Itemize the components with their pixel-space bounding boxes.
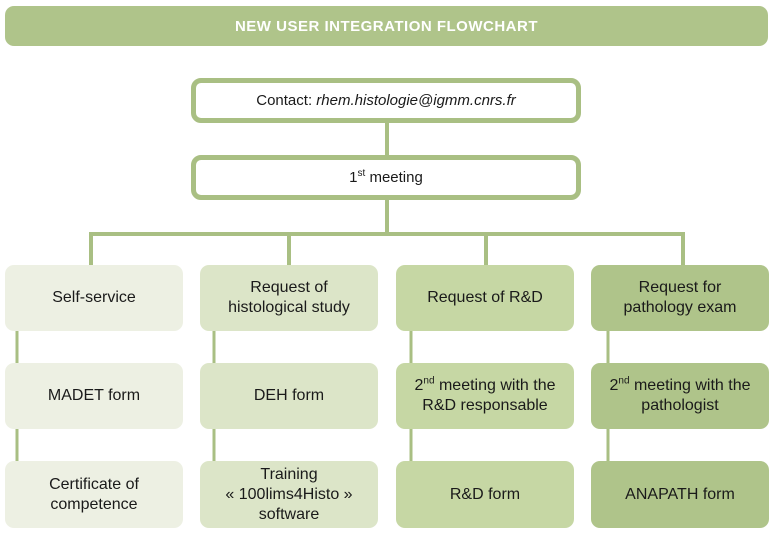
col2-header-line-2: histological study xyxy=(228,299,350,316)
col4-step2-line-1: 2nd meeting with the xyxy=(609,375,751,394)
col1-step2-line: MADET form xyxy=(47,387,141,404)
col1-step3-line-2: competence xyxy=(50,495,138,513)
col4-step2-box: 2nd meeting with the pathologist xyxy=(591,363,769,429)
flowchart-title: NEW USER INTEGRATION FLOWCHART xyxy=(5,6,768,46)
col2-step3-line-1: Training xyxy=(260,465,318,483)
col2-header-box: Request of histological study xyxy=(200,265,378,331)
col3-header-line: Request of R&D xyxy=(427,289,543,306)
col4-header-line-1: Request for xyxy=(638,279,722,296)
col3-step2-line-1: 2nd meeting with the xyxy=(414,375,556,394)
col1-step3-box: Certificate of competence xyxy=(5,461,183,528)
contact-box: Contact: rhem.histologie@igmm.cnrs.fr xyxy=(191,78,581,123)
col3-step3-line: R&D form xyxy=(449,485,521,503)
col2-step3-line-3: software xyxy=(258,505,320,523)
col4-header-box: Request for pathology exam xyxy=(591,265,769,331)
col4-header-line-2: pathology exam xyxy=(623,299,737,316)
col2-step3-box: Training « 100lims4Histo » software xyxy=(200,461,378,528)
col1-header-box: Self-service xyxy=(5,265,183,331)
col2-step2-box: DEH form xyxy=(200,363,378,429)
col1-step3-line-1: Certificate of xyxy=(49,475,139,493)
col4-step3-box: ANAPATH form xyxy=(591,461,769,528)
col1-step2-box: MADET form xyxy=(5,363,183,429)
contact-email[interactable]: rhem.histologie@igmm.cnrs.fr xyxy=(316,92,516,109)
col3-step2-box: 2nd meeting with the R&D responsable xyxy=(396,363,574,429)
col3-step3-box: R&D form xyxy=(396,461,574,528)
col2-step2-line: DEH form xyxy=(253,387,325,404)
col3-step2-line-2: R&D responsable xyxy=(422,397,548,414)
col1-header-line: Self-service xyxy=(52,289,136,306)
col3-header-box: Request of R&D xyxy=(396,265,574,331)
col4-step2-line-2: pathologist xyxy=(641,397,719,414)
col2-header-line-1: Request of xyxy=(250,279,328,296)
contact-label: Contact: xyxy=(256,92,313,109)
first-meeting-label: 1st meeting xyxy=(349,168,423,187)
first-meeting-box: 1st meeting xyxy=(191,155,581,200)
col2-step3-line-2: « 100lims4Histo » xyxy=(225,485,353,503)
col4-step3-line: ANAPATH form xyxy=(625,485,735,503)
